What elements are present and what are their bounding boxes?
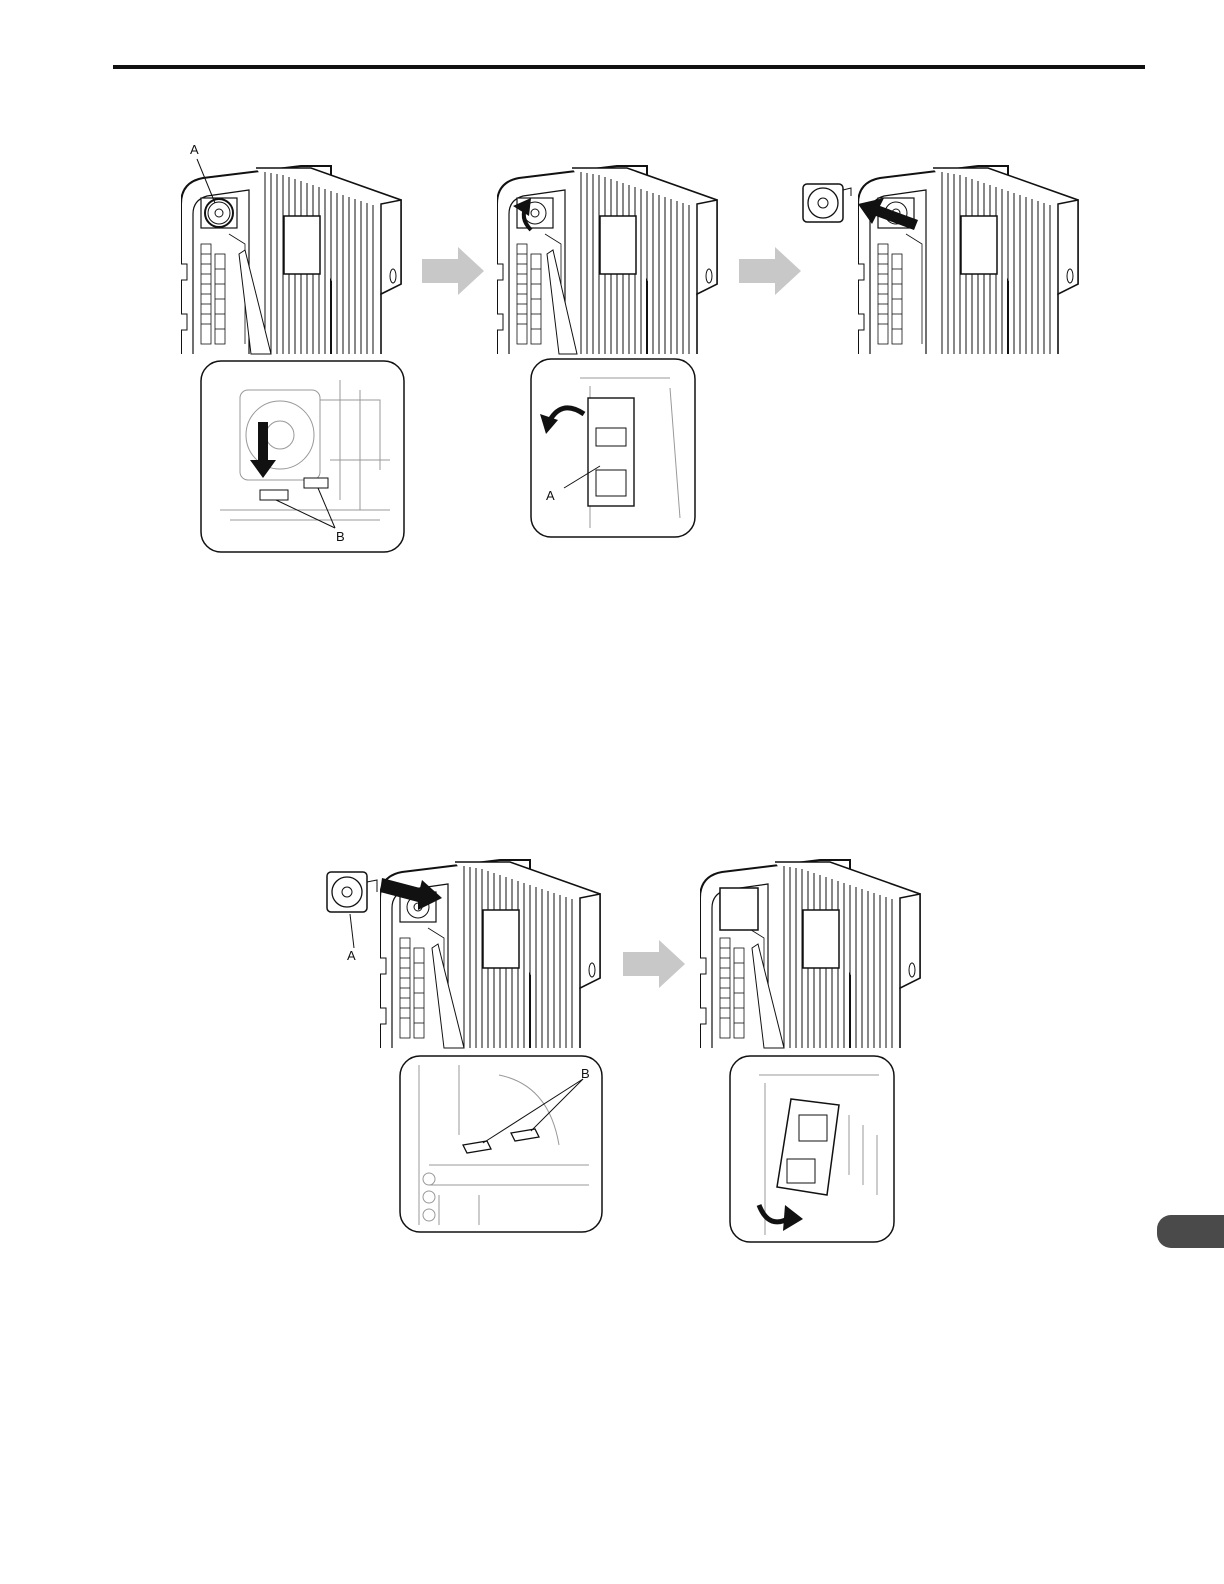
figure-3-drive <box>858 164 1084 356</box>
callout-a: A <box>546 488 555 503</box>
figure-2-drive <box>497 164 723 356</box>
callout-leader <box>340 912 370 952</box>
callout-b: B <box>336 529 345 544</box>
step-arrow-icon <box>623 940 687 990</box>
figure-5-drive <box>700 858 926 1050</box>
figure-4-drive <box>380 858 606 1050</box>
fan-icon <box>323 868 379 918</box>
inset-detail-2 <box>530 358 696 538</box>
callout-b: B <box>581 1066 590 1081</box>
chapter-tab <box>1157 1215 1224 1248</box>
step-arrow-icon <box>422 247 486 297</box>
inset-detail-4 <box>399 1055 603 1233</box>
callout-leader <box>195 157 225 207</box>
inset-detail-5 <box>729 1055 895 1243</box>
header-rule <box>113 65 1145 69</box>
step-arrow-icon <box>739 247 803 297</box>
fan-icon <box>801 180 853 224</box>
inset-detail-1 <box>200 360 405 553</box>
callout-a: A <box>190 142 199 157</box>
